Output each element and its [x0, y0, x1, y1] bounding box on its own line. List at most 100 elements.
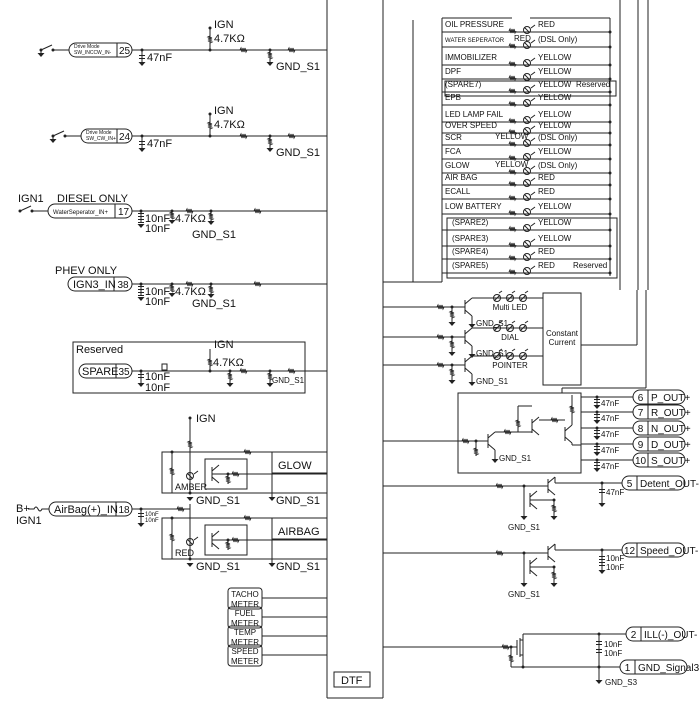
warning-lamp-color: YELLOW — [538, 110, 572, 119]
ground-icon — [468, 382, 476, 386]
wire — [506, 352, 514, 360]
wire — [511, 290, 516, 294]
wire — [524, 254, 530, 260]
warning-lamp-label: GLOW — [445, 161, 470, 170]
wire — [524, 117, 530, 123]
net-gnd-s1: GND_S1 — [276, 495, 320, 507]
resistor-icon — [185, 207, 194, 215]
connector-name-line2: SW_INCCW_IN- — [74, 50, 112, 56]
wire — [530, 251, 536, 256]
warning-lamp-color: YELLOW — [495, 132, 529, 141]
wire — [493, 352, 501, 360]
lamp-icon — [523, 165, 536, 175]
connector-pin-name: ILL(-)_OUT- — [644, 630, 697, 641]
wire — [519, 352, 527, 360]
warning-lamp-note: (DSL Only) — [538, 35, 578, 44]
connector-pin-number: 2 — [631, 630, 637, 641]
warning-lamp-color: RED — [538, 173, 555, 182]
warning-lamp-label: (SPARE5) — [452, 261, 489, 270]
ground-icon — [37, 53, 45, 57]
lamp-color: RED — [175, 548, 195, 558]
connector-pin-name: R_OUT+ — [651, 408, 691, 419]
junction-dot — [608, 120, 612, 124]
resistor-icon — [550, 571, 558, 580]
ground-icon — [186, 563, 194, 567]
resistor-icon — [508, 268, 517, 276]
resistor-icon — [266, 51, 274, 60]
resistor-icon — [448, 340, 456, 349]
lamp-icon — [523, 206, 536, 216]
ground-icon — [137, 383, 145, 387]
connector-pin-name: P_OUT+ — [651, 393, 690, 404]
ground-icon — [598, 570, 606, 574]
wire — [547, 476, 556, 484]
ground-icon — [448, 352, 456, 356]
section-title: Reserved — [76, 344, 123, 356]
ground-icon — [226, 383, 234, 387]
junction-dot — [608, 143, 612, 147]
meter-label-line2: METER — [231, 619, 259, 628]
led-icon — [506, 348, 516, 360]
wire — [487, 431, 496, 439]
net-gnd-s1: GND_S1 — [196, 495, 240, 507]
resistor-icon — [550, 504, 558, 513]
resistor-icon — [287, 46, 296, 54]
ground-icon — [266, 383, 274, 387]
connector-pin-name: N_OUT+ — [651, 424, 691, 435]
wire — [211, 542, 220, 550]
ground-icon — [186, 497, 194, 501]
resistor-icon — [472, 447, 480, 456]
capacitor-icon — [138, 513, 144, 517]
wire — [464, 339, 473, 347]
wire — [530, 57, 536, 62]
warning-lamp-note: (DSL Only) — [538, 133, 578, 142]
led-icon — [506, 290, 516, 302]
resistor-icon — [287, 367, 296, 375]
wire — [511, 320, 516, 324]
warning-lamp-label: SCR — [445, 133, 462, 142]
wire — [493, 324, 501, 332]
ground-icon — [468, 324, 476, 328]
wire — [506, 294, 514, 302]
resistor-icon — [206, 358, 214, 367]
capacitor-value: 10nF — [145, 213, 170, 225]
lamp-icon — [523, 84, 536, 94]
ground-icon — [207, 221, 215, 225]
warning-lamp-label: OVER SPEED — [445, 121, 497, 130]
connector-pin-2[interactable]: 2 ILL(-)_OUT- — [625, 626, 697, 642]
wire — [547, 543, 556, 551]
wire — [530, 24, 536, 29]
resistor-icon — [508, 194, 517, 202]
resistor-icon — [224, 475, 232, 484]
wire — [19, 205, 32, 212]
junction-dot — [208, 26, 212, 30]
connector-pin-38[interactable]: 38 — [67, 276, 133, 292]
net-bplus: B+ — [16, 503, 30, 515]
capacitor-icon — [599, 556, 605, 560]
warning-lamp-label: (SPARE3) — [452, 234, 489, 243]
resistor-icon — [436, 303, 445, 311]
warning-lamp-note: (DSL Only) — [538, 161, 578, 170]
resistor-icon — [176, 505, 185, 513]
